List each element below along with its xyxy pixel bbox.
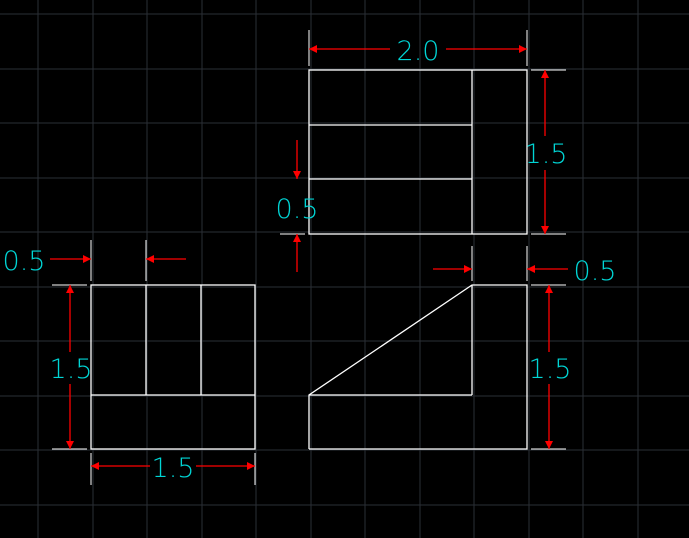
dim-front-width: 1.5 — [91, 453, 255, 484]
dim-front-offset: 0.5 — [3, 246, 186, 277]
dim-top-step-label: 0.5 — [276, 194, 319, 225]
dim-side-offset-label: 0.5 — [574, 256, 617, 287]
front-view-outline — [90, 284, 256, 450]
dim-front-height-label: 1.5 — [50, 354, 93, 385]
dim-front-offset-label: 0.5 — [3, 246, 46, 277]
dim-top-width-label: 2.0 — [397, 36, 440, 67]
dim-top-width: 2.0 — [309, 36, 527, 67]
side-view-outline — [308, 284, 528, 450]
dim-front-width-label: 1.5 — [152, 453, 195, 484]
front-view-extension-lines — [52, 240, 256, 485]
side-view-extension-lines — [471, 246, 566, 450]
dim-top-height: 1.5 — [525, 70, 568, 234]
dim-side-height-label: 1.5 — [529, 354, 572, 385]
dim-front-height: 1.5 — [50, 285, 93, 449]
dim-top-height-label: 1.5 — [525, 139, 568, 170]
front-view — [90, 284, 256, 450]
top-view — [308, 69, 528, 235]
dim-top-step: 0.5 — [276, 140, 319, 272]
dim-side-offset: 0.5 — [433, 256, 616, 287]
dim-side-height: 1.5 — [529, 285, 572, 449]
top-view-outline — [308, 69, 528, 235]
side-view — [308, 284, 528, 450]
